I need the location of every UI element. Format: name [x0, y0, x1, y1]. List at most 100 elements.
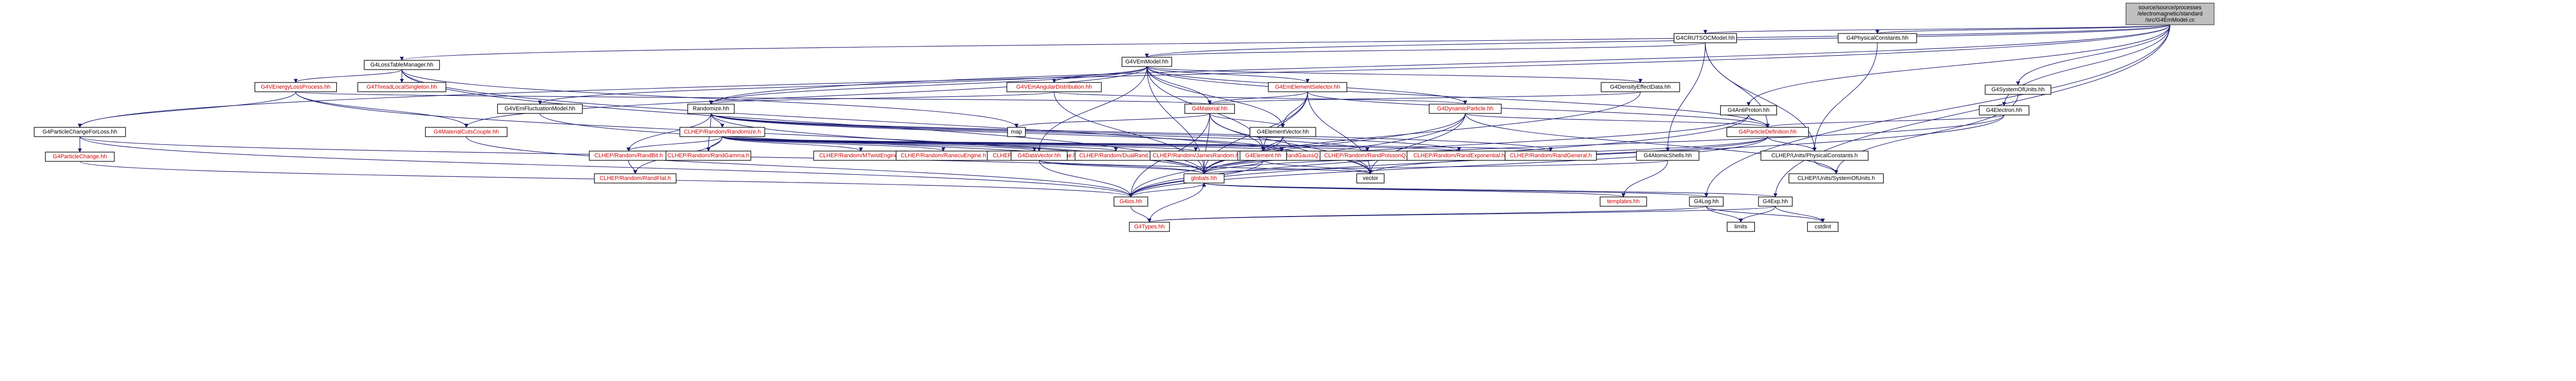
node-label: G4PhysicalConstants.hh [1846, 35, 1908, 41]
node-CLHEP_RandGamma[interactable]: CLHEP/Random/RandGamma.h [665, 151, 751, 161]
node-G4VEmFluctuationModel[interactable]: G4VEmFluctuationModel.hh [497, 104, 583, 114]
node-G4DataVector[interactable]: G4DataVector.hh [1010, 151, 1068, 161]
node-label: G4ThreadLocalSingleton.hh [367, 84, 437, 90]
node-CLHEP_Randomize[interactable]: CLHEP/Random/Randomize.h [679, 127, 765, 137]
edge-G4CRUTSOCModel-to-CLHEP_PhysicalConstants [1705, 42, 1817, 152]
edge-G4Exp-to-cstdint [1775, 206, 1825, 223]
node-G4Types[interactable]: G4Types.hh [1129, 222, 1170, 232]
edge-G4DataVector-to-G4ios [1039, 160, 1133, 197]
edge-CLHEP_Randomize-to-CLHEP_RandPoissonQ [722, 136, 1369, 152]
node-box [1979, 105, 2029, 115]
edge-G4DynamicParticle-to-globals [1202, 113, 1466, 174]
node-CLHEP_DualRand[interactable]: CLHEP/Random/DualRand.h [1075, 151, 1157, 161]
edge-root-to-G4LossTableManager [400, 24, 2171, 61]
node-label: G4Electron.hh [1986, 107, 2022, 113]
edge-G4AtomicShells-to-templates [1621, 160, 1668, 197]
node-G4CRUTSOCModel[interactable]: G4CRUTSOCModel.hh [1673, 33, 1737, 43]
node-G4ThreadLocalSingleton[interactable]: G4ThreadLocalSingleton.hh [357, 82, 447, 92]
node-CLHEP_JamesRandom[interactable]: CLHEP/Random/JamesRandom.h [1149, 151, 1242, 161]
node-G4ElementVector[interactable]: G4ElementVector.hh [1249, 127, 1316, 137]
node-box [1356, 173, 1385, 184]
node-box [1249, 127, 1316, 137]
node-label: G4ParticleDefinition.hh [1739, 129, 1797, 135]
edge-Randomize-to-CLHEP_RandBit [626, 113, 711, 152]
node-map[interactable]: map [1007, 127, 1026, 137]
node-G4ios[interactable]: G4ios.hh [1113, 196, 1148, 207]
node-CLHEP_MTwistEngine[interactable]: CLHEP/Random/MTwistEngine.h [813, 151, 909, 161]
node-box [1504, 151, 1597, 161]
edge-G4VEmAngularDistribution-to-globals [1054, 91, 1206, 174]
node-CLHEP_PhysicalConstants[interactable]: CLHEP/Units/PhysicalConstants.h [1760, 151, 1869, 161]
node-Randomize[interactable]: Randomize.hh [687, 104, 735, 114]
edge-G4Material-to-vector [1209, 113, 1372, 174]
node-label: G4SystemOfUnits.hh [1991, 87, 2044, 93]
node-G4AntiProton[interactable]: G4AntiProton.hh [1720, 105, 1777, 115]
node-G4PhysicalConstants[interactable]: G4PhysicalConstants.hh [1838, 33, 1917, 43]
node-G4Material[interactable]: G4Material.hh [1184, 104, 1235, 114]
node-box [1113, 196, 1148, 207]
node-box [1600, 196, 1647, 207]
node-vector[interactable]: vector [1356, 173, 1385, 184]
node-G4Electron[interactable]: G4Electron.hh [1979, 105, 2029, 115]
node-CLHEP_RandGeneral[interactable]: CLHEP/Random/RandGeneral.h [1504, 151, 1597, 161]
node-box [679, 127, 765, 137]
node-box [1184, 104, 1235, 114]
edge-G4EmModel-to-G4ElementVector [1146, 66, 1285, 128]
node-box [1429, 104, 1502, 114]
edge-G4EmModel-to-G4Material [1146, 66, 1212, 105]
edge-G4DynamicParticle-to-G4ParticleDefinition [1465, 113, 1770, 128]
node-label: G4VEmFluctuationModel.hh [504, 106, 575, 112]
edge-G4Log-to-globals [1202, 183, 1707, 197]
node-limits[interactable]: limits [1726, 222, 1755, 232]
edge-root-to-G4ParticleChangeForLoss [78, 24, 2171, 128]
node-cstdint[interactable]: cstdint [1807, 222, 1839, 232]
node-label: CLHEP/Random/RandGeneral.h [1510, 153, 1592, 159]
edge-G4EmModel-to-Randomize [709, 66, 1147, 105]
node-label: CLHEP/Random/DualRand.h [1079, 153, 1153, 159]
edge-G4DynamicParticle-to-vector [1368, 113, 1466, 174]
node-G4Element[interactable]: G4Element.hh [1240, 151, 1287, 161]
edge-G4EmModel-to-G4MaterialCutsCouple [464, 66, 1147, 128]
node-G4DensityEffectData[interactable]: G4DensityEffectData.hh [1601, 82, 1680, 92]
node-CLHEP_RanecuEngine[interactable]: CLHEP/Random/RanecuEngine.h [895, 151, 991, 161]
node-G4MaterialCutsCouple[interactable]: G4MaterialCutsCouple.hh [425, 127, 507, 137]
node-G4DynamicParticle[interactable]: G4DynamicParticle.hh [1429, 104, 1502, 114]
edge-root-to-G4EmModel [1145, 24, 2171, 58]
node-globals[interactable]: globals.hh [1183, 173, 1225, 184]
node-CLHEP_RandExponential[interactable]: CLHEP/Random/RandExponential.h [1406, 151, 1512, 161]
node-label: Randomize.hh [693, 106, 730, 112]
edge-G4Material-to-globals [1202, 113, 1210, 174]
node-G4EmElementSelector[interactable]: G4EmElementSelector.hh [1268, 82, 1347, 92]
node-label: templates.hh [1607, 198, 1640, 205]
node-label: CLHEP/Random/MTwistEngine.h [819, 153, 903, 159]
edge-root-to-G4Log [1704, 24, 2171, 197]
node-CLHEP_SystemOfUnits[interactable]: CLHEP/Units/SystemOfUnits.h [1788, 173, 1884, 184]
node-G4LossTableManager[interactable]: G4LossTableManager.hh [364, 60, 440, 70]
node-G4ParticleChangeForLoss[interactable]: G4ParticleChangeForLoss.hh [33, 127, 126, 137]
edge-CLHEP_Randomize-to-CLHEP_RandBit [626, 136, 723, 152]
edge-G4Element-to-vector [1263, 160, 1372, 174]
node-G4VEnergyLossProcess[interactable]: G4VEnergyLossProcess.hh [255, 82, 337, 92]
node-label: G4CRUTSOCModel.hh [1676, 35, 1735, 41]
node-G4VEmAngularDistribution[interactable]: G4VEmAngularDistribution.hh [1006, 82, 1102, 92]
node-G4AtomicShells[interactable]: G4AtomicShells.hh [1636, 151, 1700, 161]
node-label: vector [1363, 175, 1378, 181]
node-label: G4Exp.hh [1763, 198, 1788, 205]
node-G4EmModel[interactable]: G4VEmModel.hh [1122, 57, 1172, 67]
node-CLHEP_RandFlat[interactable]: CLHEP/Random/RandFlat.h [594, 173, 676, 184]
node-G4Log[interactable]: G4Log.hh [1689, 196, 1724, 207]
edge-CLHEP_PhysicalConstants-to-CLHEP_SystemOfUnits [1814, 160, 1838, 174]
nodes-layer: source/source/processes/electromagnetic/… [33, 3, 2215, 232]
edge-G4Exp-to-G4Types [1147, 206, 1776, 223]
node-CLHEP_RandBit[interactable]: CLHEP/Random/RandBit.h [589, 151, 668, 161]
node-box [1601, 82, 1680, 92]
node-G4ParticleChange[interactable]: G4ParticleChange.hh [45, 152, 115, 162]
node-G4SystemOfUnits[interactable]: G4SystemOfUnits.hh [1985, 85, 2052, 95]
node-label: G4AtomicShells.hh [1643, 153, 1692, 159]
edge-G4Exp-to-limits [1739, 206, 1776, 223]
node-G4ParticleDefinition[interactable]: G4ParticleDefinition.hh [1726, 127, 1809, 137]
node-box [2125, 3, 2215, 25]
node-CLHEP_RandPoissonQ[interactable]: CLHEP/Random/RandPoissonQ.h [1319, 151, 1415, 161]
node-G4Exp[interactable]: G4Exp.hh [1758, 196, 1793, 207]
node-templates[interactable]: templates.hh [1600, 196, 1647, 207]
